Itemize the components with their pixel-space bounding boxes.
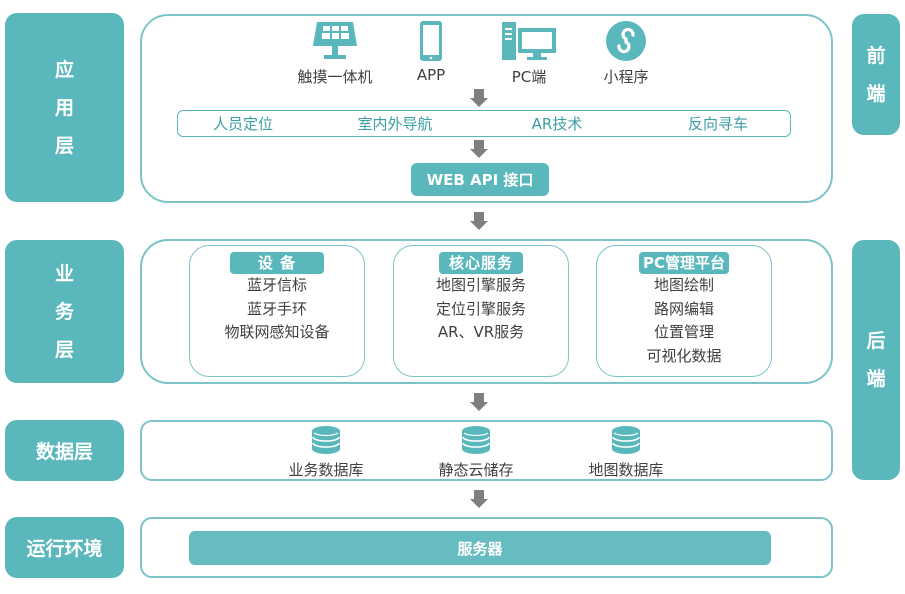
service-item: 地图引擎服务	[435, 276, 526, 294]
client-label: 小程序	[603, 68, 649, 86]
client-touch-kiosk: 触摸一体机	[285, 20, 385, 87]
server-block: 服务器	[189, 531, 771, 565]
layer-label-text: 运行环境	[26, 538, 103, 560]
layer-label-data: 数据层	[5, 420, 124, 481]
function-item: 人员定位	[212, 115, 274, 133]
database-icon	[612, 426, 640, 454]
client-label: APP	[416, 66, 446, 84]
layer-label-char: 业	[54, 262, 74, 285]
side-label-char: 端	[866, 82, 886, 105]
client-label: PC端	[511, 68, 547, 86]
layer-label-char: 层	[54, 134, 74, 157]
side-label-backend: 后 端	[852, 240, 900, 480]
service-item: AR、VR服务	[437, 323, 525, 341]
layer-label-char: 应	[54, 58, 74, 81]
service-item: 位置管理	[653, 323, 714, 341]
database-icon	[312, 426, 340, 454]
client-app: APP	[381, 20, 481, 84]
web-api-interface: WEB API 接口	[411, 163, 549, 196]
service-item: 蓝牙手环	[246, 299, 307, 318]
data-store-label: 地图数据库	[588, 461, 664, 479]
service-group-title: PC管理平台	[638, 252, 729, 274]
data-store-map-db: 地图数据库	[566, 425, 686, 480]
layer-label-char: 层	[54, 338, 74, 361]
layer-label-business: 业 务 层	[5, 240, 124, 383]
service-item: 定位引擎服务	[435, 299, 526, 318]
service-item: 可视化数据	[646, 346, 722, 365]
service-group-title: 核心服务	[438, 252, 523, 274]
down-arrow-icon	[470, 490, 488, 508]
data-store-business-db: 业务数据库	[266, 425, 386, 480]
database-icon	[462, 426, 490, 454]
down-arrow-icon	[470, 140, 488, 158]
down-arrow-icon	[470, 212, 488, 230]
service-group-pc-admin: PC管理平台 地图绘制 路网编辑 位置管理 可视化数据	[596, 245, 772, 377]
desktop-pc-icon	[502, 22, 556, 60]
layer-label-application: 应 用 层	[5, 13, 124, 202]
layer-label-char: 务	[54, 300, 74, 323]
mini-program-icon	[606, 21, 646, 61]
function-item: 室内外导航	[357, 115, 433, 133]
side-label-char: 端	[866, 368, 886, 390]
service-group-devices: 设 备 蓝牙信标 蓝牙手环 物联网感知设备	[189, 245, 365, 377]
side-label-char: 前	[866, 44, 886, 67]
service-group-title: 设 备	[229, 252, 325, 274]
client-mini-program: 小程序	[576, 20, 676, 87]
client-label: 触摸一体机	[297, 68, 373, 86]
service-item: 蓝牙信标	[246, 276, 307, 294]
function-bar: 人员定位 室内外导航 AR技术 反向寻车	[177, 110, 791, 137]
layer-label-char: 用	[54, 96, 74, 119]
client-pc: PC端	[479, 20, 579, 87]
mobile-phone-icon	[420, 21, 442, 61]
service-group-core: 核心服务 地图引擎服务 定位引擎服务 AR、VR服务	[393, 245, 569, 377]
down-arrow-icon	[470, 89, 488, 107]
touch-kiosk-icon	[313, 22, 357, 59]
data-store-label: 业务数据库	[288, 461, 364, 479]
data-store-label: 静态云储存	[438, 461, 514, 479]
service-item: 地图绘制	[653, 276, 714, 294]
data-store-static-cloud: 静态云储存	[416, 425, 536, 480]
service-item: 物联网感知设备	[224, 323, 330, 341]
function-item: AR技术	[531, 115, 583, 133]
function-item: 反向寻车	[687, 115, 749, 133]
layer-label-text: 数据层	[35, 441, 93, 463]
side-label-char: 后	[866, 330, 886, 352]
service-item: 路网编辑	[653, 299, 714, 318]
layer-label-runtime: 运行环境	[5, 517, 124, 578]
side-label-frontend: 前 端	[852, 14, 900, 135]
down-arrow-icon	[470, 393, 488, 411]
